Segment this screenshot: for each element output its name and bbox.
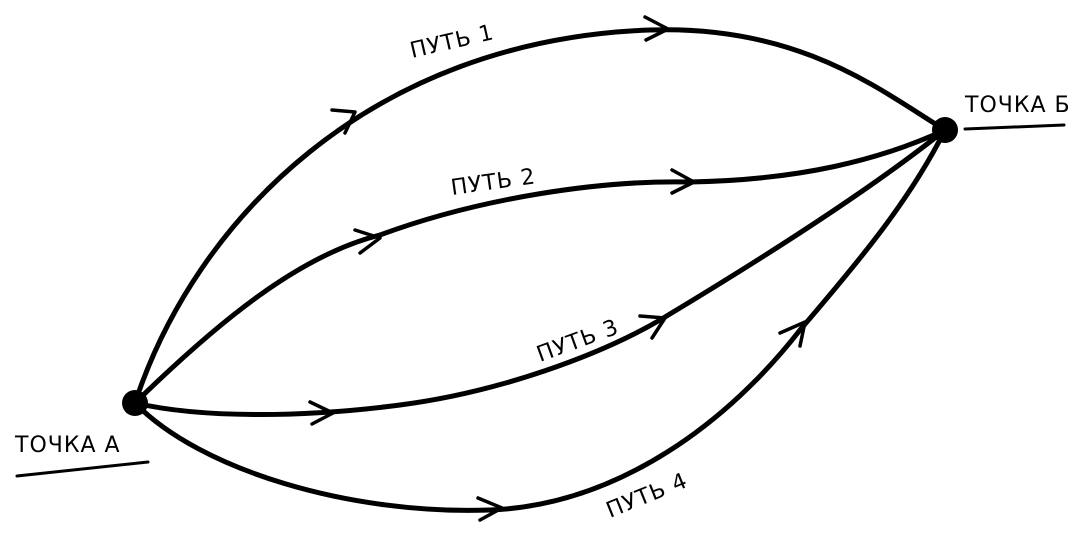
- arrow-icon: [353, 228, 382, 255]
- path-3: ПУТЬ 3: [132, 127, 948, 426]
- start-point-label: ТОЧКА А: [14, 433, 121, 458]
- arrow-icon: [308, 400, 335, 426]
- path-4: ПУТЬ 4: [132, 127, 948, 524]
- start-point-marker: [122, 390, 148, 416]
- arrow-icon: [476, 496, 504, 522]
- arrow-icon: [670, 168, 696, 195]
- path-4-label: ПУТЬ 4: [603, 468, 692, 523]
- end-point-label: ТОЧКА Б: [964, 93, 1071, 118]
- start-point-underline: [15, 460, 150, 478]
- arrow-icon: [638, 314, 667, 340]
- end-point-marker: [932, 117, 958, 143]
- arrow-icon: [778, 320, 807, 348]
- arrow-icon: [330, 108, 357, 135]
- end-point-underline: [963, 123, 1066, 131]
- arrow-icon: [643, 15, 670, 42]
